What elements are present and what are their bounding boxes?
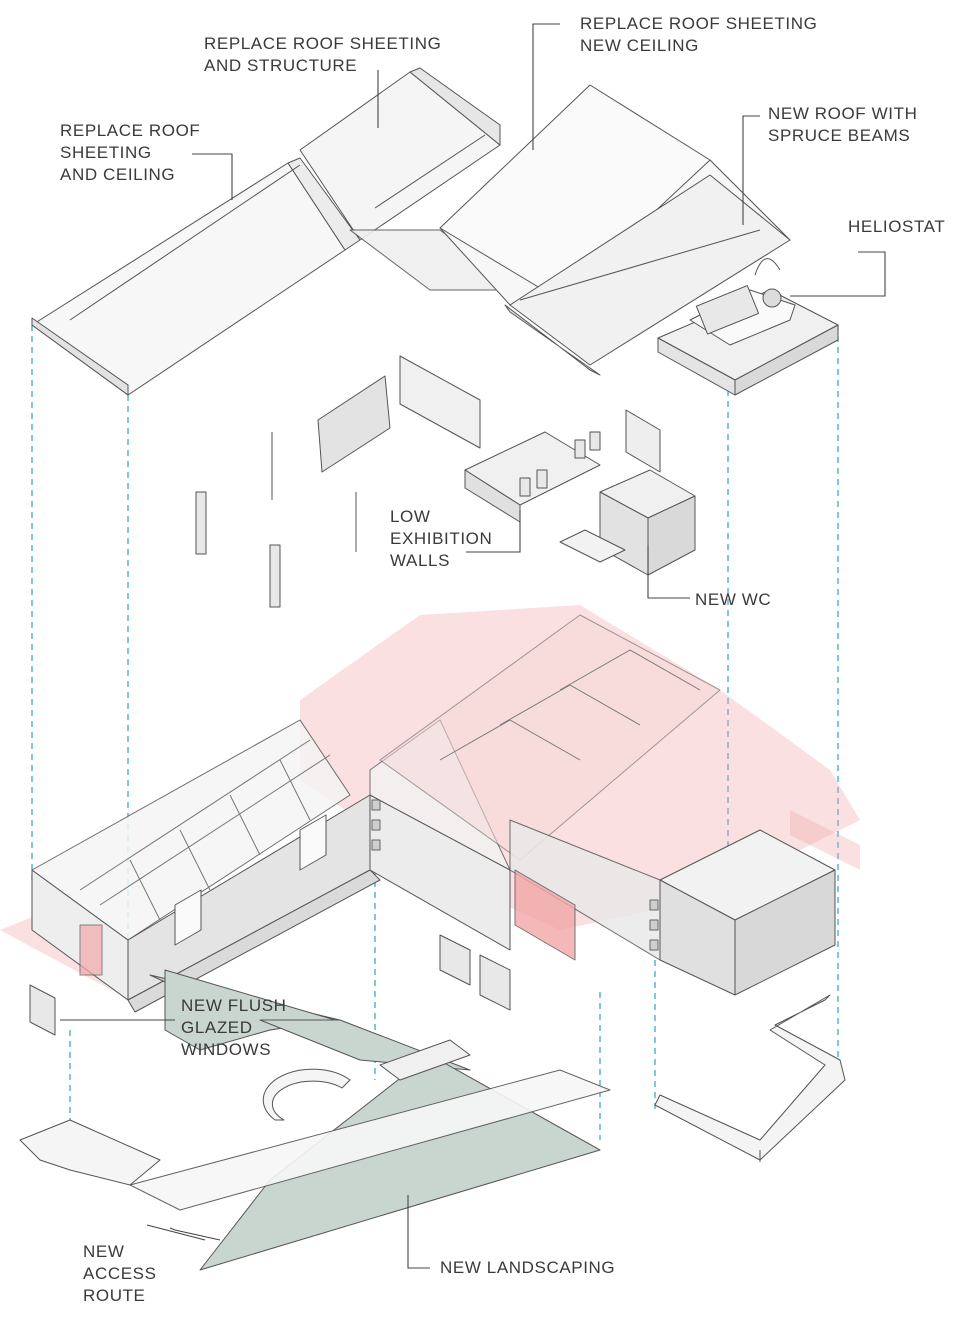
wc-fixture (559, 529, 626, 563)
flush-glazed-window (79, 924, 103, 976)
label-new-landscaping: NEW LANDSCAPING (440, 1258, 616, 1277)
ground-level (19, 969, 846, 1271)
access-route-strip (129, 1069, 611, 1211)
window-panel-flush (29, 984, 56, 1036)
wc-partition (625, 409, 661, 473)
partition-panel-1 (317, 375, 391, 473)
left-wing-roof-truss (31, 719, 351, 941)
label-low-exhibition-walls: LOW EXHIBITION WALLS (390, 507, 493, 570)
label-new-wc: NEW WC (695, 590, 772, 609)
ramp-element (379, 1039, 471, 1081)
heliostat-mirror (762, 288, 782, 308)
column-1 (195, 491, 207, 555)
label-heliostat: HELIOSTAT (848, 217, 946, 236)
left-roof-gable-end (31, 317, 129, 396)
label-new-roof-spruce-beams: NEW ROOF WITH SPRUCE BEAMS (768, 104, 918, 145)
semicircle-bench (262, 1068, 351, 1121)
roof-level (31, 67, 839, 396)
central-block-roof (379, 614, 721, 861)
building-level (0, 605, 860, 1036)
partition-level (195, 355, 696, 608)
access-path-left (19, 1119, 161, 1186)
door-block-2 (479, 954, 511, 1011)
partition-panel-2 (399, 355, 481, 449)
column-2 (269, 544, 281, 608)
truss-lines (79, 739, 331, 921)
left-wing-plinth (127, 869, 381, 1013)
door-block-1 (439, 934, 471, 986)
label-roof-sheeting-ceiling: REPLACE ROOF SHEETING AND CEILING (60, 121, 201, 184)
right-roof-fascia (504, 304, 601, 376)
right-l-plinth (654, 994, 846, 1161)
roof-trusses-main (439, 649, 701, 761)
left-wing-window-2 (299, 814, 327, 871)
leader-lines (60, 23, 886, 1269)
new-entrance-glazing (514, 869, 576, 961)
right-roof-ridge (439, 84, 711, 301)
heliostat-body (695, 285, 760, 335)
label-new-flush-glazed-windows: NEW FLUSH GLAZED WINDOWS (181, 996, 287, 1059)
left-roof-front-slope (31, 162, 346, 396)
left-wing-window-1 (174, 889, 202, 946)
label-roof-sheeting-structure: REPLACE ROOF SHEETING AND STRUCTURE (204, 34, 442, 75)
heliostat-base-side (734, 324, 839, 396)
label-new-access-route: NEW ACCESS ROUTE (83, 1242, 157, 1305)
stone-quoins (371, 799, 659, 951)
label-roof-sheeting-new-ceiling: REPLACE ROOF SHEETING NEW CEILING (580, 14, 818, 55)
